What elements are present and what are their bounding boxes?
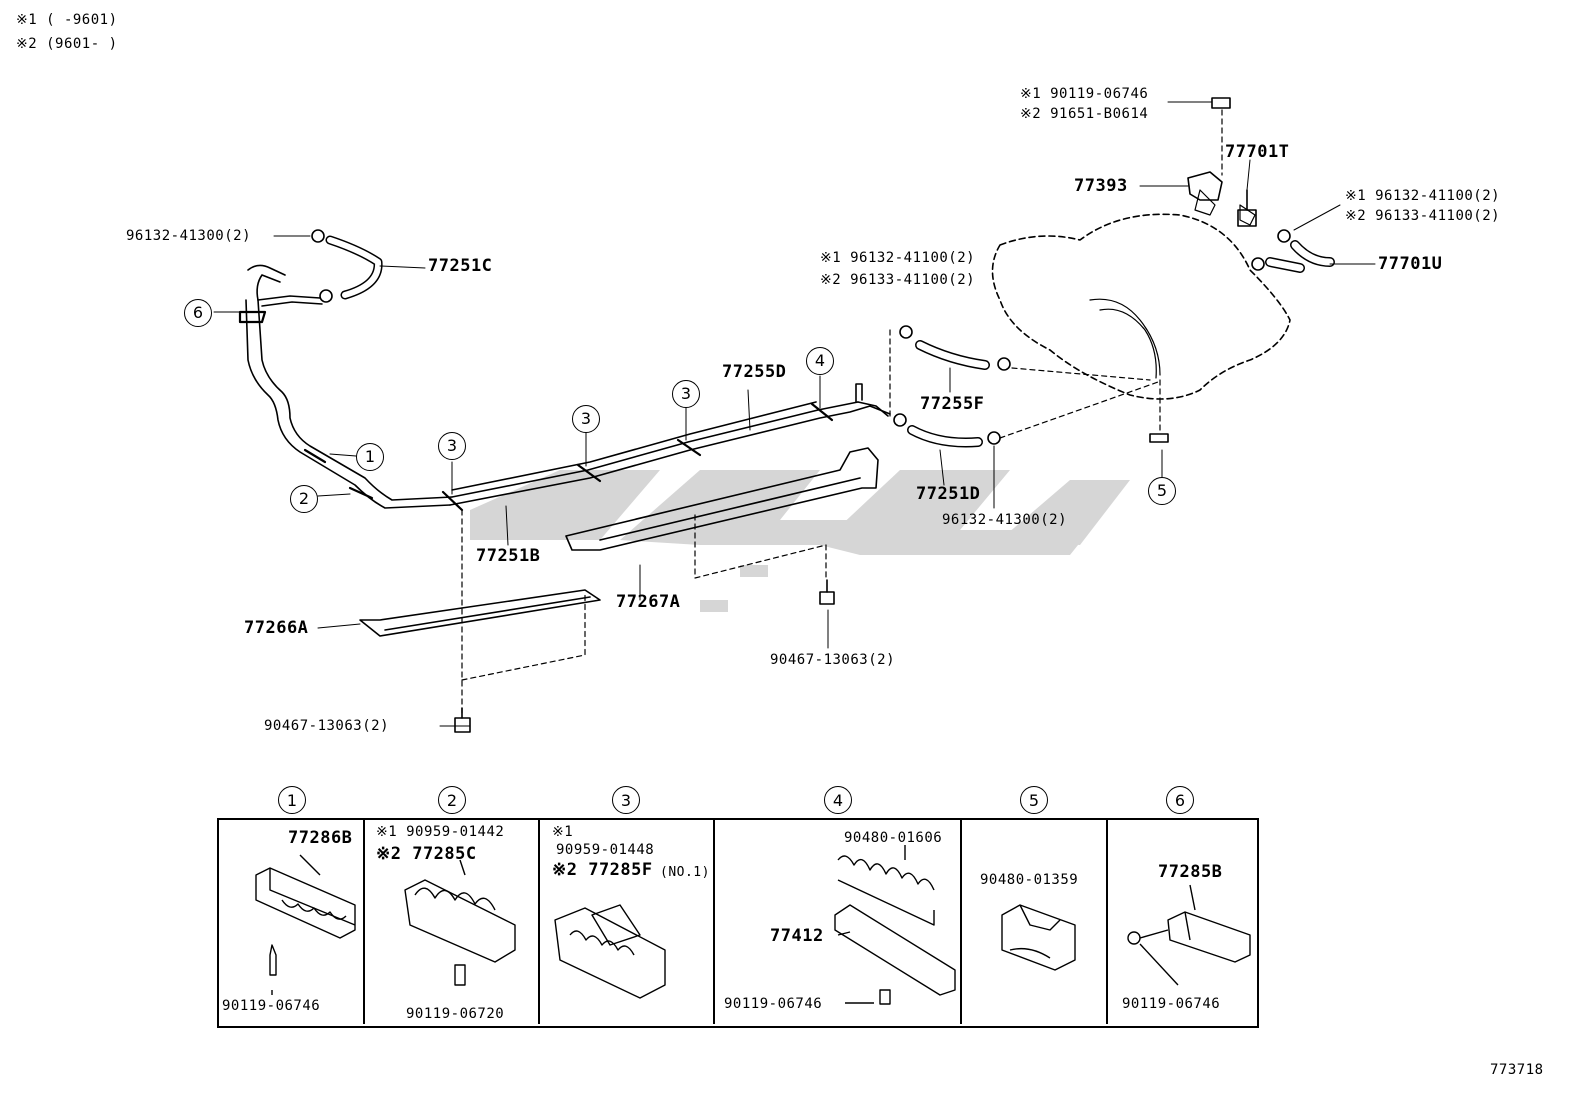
label-96132-41300-top-left: 96132-41300(2): [126, 228, 252, 244]
label-96132-41100-right: ※1 96132-41100(2): [1345, 188, 1501, 204]
label-96133-41100-mid: ※2 96133-41100(2): [820, 272, 976, 288]
protector-77267a: [565, 447, 879, 551]
detail-3-line-1: ※1: [552, 824, 574, 840]
detail-2-line-2: ※2 77285C: [376, 844, 477, 864]
callout-4: 4: [806, 347, 834, 375]
detail-table: [217, 818, 1259, 1028]
detail-6-part: 77285B: [1158, 862, 1223, 882]
detail-header-5: 5: [1020, 786, 1048, 814]
callout-5: 5: [1148, 477, 1176, 505]
detail-1-bolt: 90119-06746: [222, 998, 321, 1014]
label-77255f: 77255F: [920, 394, 985, 414]
callout-6: 6: [184, 299, 212, 327]
diagram-id: 773718: [1490, 1062, 1544, 1078]
callout-3-c: 3: [672, 380, 700, 408]
label-91651-b0614: ※2 91651-B0614: [1020, 106, 1149, 122]
note-2: ※2 (9601- ): [16, 36, 118, 52]
divider: [363, 818, 365, 1024]
detail-header-1: 1: [278, 786, 306, 814]
bolts: [454, 97, 1257, 733]
part5-rect: [1149, 433, 1169, 443]
detail-header-3: 3: [612, 786, 640, 814]
detail-3-line-2: 90959-01448: [556, 842, 655, 858]
label-96133-41100-right: ※2 96133-41100(2): [1345, 208, 1501, 224]
leader-lines: [213, 101, 1376, 727]
tube-main: [449, 383, 891, 506]
detail-4-line-2: 77412: [770, 926, 824, 946]
dashed-leaders: [461, 109, 1223, 716]
divider: [960, 818, 962, 1024]
detail-3-line-3: ※2 77285F: [552, 860, 653, 880]
note-1: ※1 ( -9601): [16, 12, 118, 28]
divider: [538, 818, 540, 1024]
detail-6-bolt: 90119-06746: [1122, 996, 1221, 1012]
detail-5-line-1: 90480-01359: [980, 872, 1079, 888]
watermark-logo: [470, 470, 1130, 612]
callout-3-b: 3: [572, 405, 600, 433]
callout-1: 1: [356, 443, 384, 471]
label-77251c: 77251C: [428, 256, 493, 276]
detail-2-line-1: ※1 90959-01442: [376, 824, 505, 840]
label-77393: 77393: [1074, 176, 1128, 196]
label-77266a: 77266A: [244, 618, 309, 638]
label-96132-41100-mid: ※1 96132-41100(2): [820, 250, 976, 266]
label-77267a: 77267A: [616, 592, 681, 612]
tube-clamps: [238, 310, 834, 512]
detail-1-part: 77286B: [288, 828, 353, 848]
label-77701u: 77701U: [1378, 254, 1443, 274]
bracket-77393: [1187, 171, 1223, 201]
callout-2: 2: [290, 485, 318, 513]
protector-77266a: [359, 589, 601, 637]
label-77251b: 77251B: [476, 546, 541, 566]
label-90467-13063-left: 90467-13063(2): [264, 718, 390, 734]
callout-3-a: 3: [438, 432, 466, 460]
label-90467-13063-right: 90467-13063(2): [770, 652, 896, 668]
label-77255d: 77255D: [722, 362, 787, 382]
detail-4-line-1: 90480-01606: [844, 830, 943, 846]
detail-2-bolt: 90119-06720: [406, 1006, 505, 1022]
label-96132-41300-mid: 96132-41300(2): [942, 512, 1068, 528]
detail-4-bolt: 90119-06746: [724, 996, 823, 1012]
hose-clamps: [311, 229, 1291, 445]
detail-header-4: 4: [824, 786, 852, 814]
divider: [713, 818, 715, 1024]
label-90119-06746-top: ※1 90119-06746: [1020, 86, 1149, 102]
detail-3-line-4: (NO.1): [660, 865, 710, 880]
detail-header-2: 2: [438, 786, 466, 814]
label-77701t: 77701T: [1225, 142, 1290, 162]
divider: [1106, 818, 1108, 1024]
detail-header-6: 6: [1166, 786, 1194, 814]
fuel-tank: [991, 213, 1291, 400]
label-77251d: 77251D: [916, 484, 981, 504]
